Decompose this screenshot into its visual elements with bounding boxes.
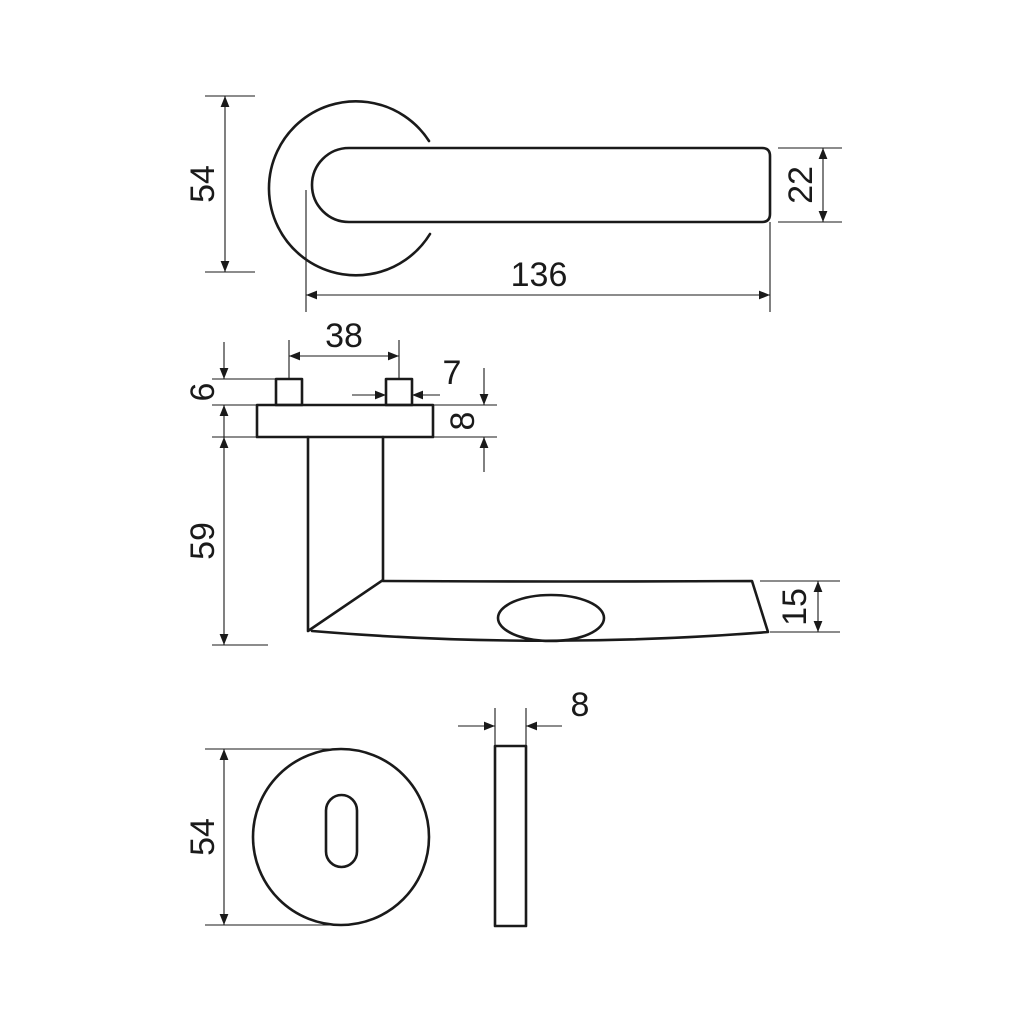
escutcheon-keyhole-slot — [324, 793, 359, 869]
side-lever-body — [306, 435, 385, 633]
top-view: 54 136 22 — [184, 95, 842, 312]
top-thickness-label: 22 — [782, 166, 820, 204]
top-rose-outline — [267, 100, 432, 277]
side-grip-oval-recess — [496, 593, 606, 643]
side-rose-plate — [255, 403, 435, 439]
top-length-label: 136 — [511, 256, 568, 294]
side-view: 38 7 6 59 8 15 — [184, 317, 840, 646]
side-post-width-label: 7 — [443, 354, 462, 392]
side-post-height-label: 6 — [184, 383, 222, 402]
escutcheon-outline — [251, 747, 431, 927]
escutcheon-side-profile — [493, 744, 528, 928]
side-lever-grip — [310, 579, 770, 643]
escutcheon-thickness-label: 8 — [571, 686, 590, 724]
top-rose-diameter-label: 54 — [184, 165, 222, 203]
escutcheon-diameter-label: 54 — [184, 818, 222, 856]
side-rose-thickness-label: 8 — [444, 412, 482, 431]
side-projection-label: 59 — [184, 522, 222, 560]
escutcheon-view: 54 8 — [184, 686, 590, 928]
side-post-left — [274, 377, 304, 407]
top-lever-outline — [310, 146, 772, 224]
side-grip-thickness-label: 15 — [776, 588, 814, 626]
side-post-spacing-label: 38 — [325, 317, 363, 355]
side-post-right — [384, 377, 414, 407]
